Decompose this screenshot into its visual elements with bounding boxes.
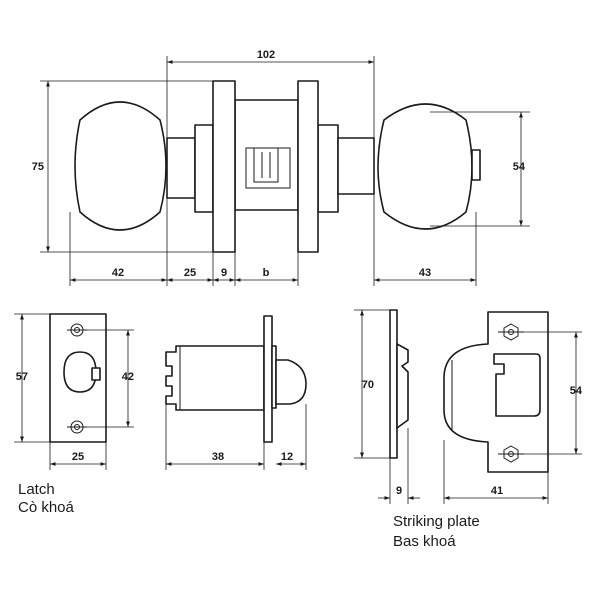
spindle-housing — [234, 99, 299, 211]
knob-set: 102 75 54 42 25 9 b 43 — [32, 49, 530, 286]
dim-backset: 38 — [212, 451, 224, 463]
dim-overall-width: 102 — [257, 49, 275, 61]
dim-plate-width: 41 — [491, 485, 503, 497]
strike-opening — [493, 353, 541, 417]
dim-bolt: 12 — [281, 451, 293, 463]
dim-door: b — [263, 267, 270, 279]
latch-deadlatch — [91, 367, 101, 381]
strike-box — [396, 343, 409, 429]
latch-faceplate-edge — [263, 315, 273, 443]
left-knob — [74, 101, 167, 231]
latch-through-inner — [253, 147, 279, 183]
push-button — [471, 149, 481, 181]
latch-caption-vi: Cò khoá — [18, 499, 75, 516]
right-knob — [377, 103, 473, 230]
strike-caption-vi: Bas khoá — [393, 533, 456, 550]
hub-left — [194, 124, 214, 213]
dim-plate-hole-spacing: 54 — [570, 385, 583, 397]
right-knob-neck — [337, 137, 375, 195]
strike-front: 54 41 Striking plate Bas khoá — [393, 311, 583, 550]
latch-side: 38 12 — [165, 315, 307, 470]
latch-body — [165, 345, 265, 411]
dim-plate-depth: 9 — [396, 485, 402, 497]
dim-rose: 9 — [221, 267, 227, 279]
dim-latch-height: 57 — [16, 371, 28, 383]
strike-caption-en: Striking plate — [393, 513, 480, 530]
strike-screw-bottom — [503, 445, 519, 463]
latch-faceplate: 57 42 25 Latch Cò khoá — [14, 313, 134, 516]
dim-latch-hole-spacing: 42 — [122, 371, 134, 383]
hub-right — [317, 124, 339, 213]
dim-plate-height: 70 — [362, 379, 374, 391]
dim-knob-right-height: 54 — [513, 161, 526, 173]
strike-screw-top — [503, 323, 519, 341]
dim-latch-width: 25 — [72, 451, 84, 463]
dim-knob-right-depth: 43 — [419, 267, 431, 279]
dim-neck: 25 — [184, 267, 196, 279]
dim-knob-height: 75 — [32, 161, 44, 173]
latch-bolt — [275, 359, 307, 405]
strike-side: 70 9 — [354, 309, 420, 504]
left-knob-neck — [166, 137, 196, 199]
dim-knob-left-depth: 42 — [112, 267, 124, 279]
right-rose — [297, 80, 319, 253]
strike-side-plate — [389, 309, 398, 459]
latch-caption-en: Latch — [18, 481, 55, 498]
left-rose — [212, 80, 236, 253]
